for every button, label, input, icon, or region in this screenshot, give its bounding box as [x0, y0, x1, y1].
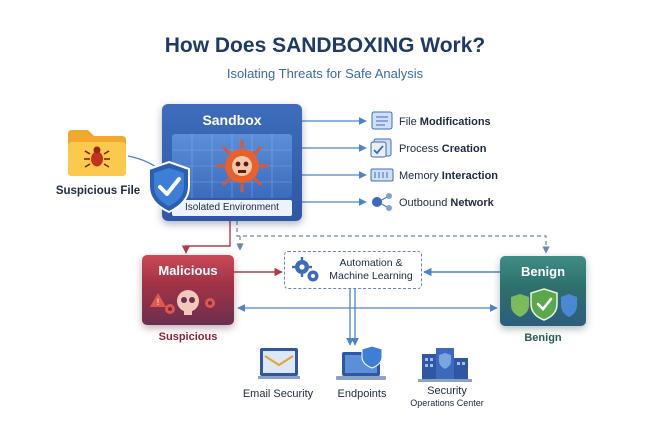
malicious-caption: Suspicious [158, 331, 218, 343]
soc-building-icon [418, 346, 472, 382]
shield-check-icon [146, 160, 192, 214]
green-shields-icon [511, 288, 577, 321]
network-nodes-icon [370, 192, 394, 212]
malicious-title: Malicious [158, 263, 218, 278]
benign-title: Benign [520, 264, 566, 279]
behavior-label-1: File Modifications [399, 116, 491, 128]
page-title: How Does SANDBOXING Work? [164, 34, 486, 57]
process-check-icon [370, 138, 394, 158]
benign-caption: Benign [524, 332, 562, 344]
virus-icon [172, 134, 292, 198]
destination-label-email: Email Security [242, 388, 314, 400]
automation-label: Automation &Machine Learning [329, 257, 413, 282]
automation-panel: Automation &Machine Learning [284, 251, 422, 289]
malicious-panel: Malicious ! [142, 255, 234, 325]
behavior-label-2: Process Creation [399, 143, 487, 155]
destination-label-soc: Security [427, 385, 467, 397]
skull-warning-icon: ! [150, 290, 215, 315]
suspicious-file-label: Suspicious File [55, 185, 141, 197]
sandbox-screen [172, 134, 292, 198]
email-icon [258, 346, 300, 380]
sandbox-panel: Sandbox Isolated Environment [162, 104, 302, 221]
gears-icon [292, 257, 319, 282]
destination-sublabel-soc: Operations Center [410, 398, 484, 408]
sandbox-footer: Isolated Environment [172, 200, 292, 216]
sandbox-to-malicious-line [181, 221, 231, 254]
sandbox-to-automation-dashed [236, 221, 550, 254]
behavior-label-3: Memory Interaction [399, 170, 499, 182]
svg-text:!: ! [157, 297, 160, 307]
destination-label-endpoints: Endpoints [337, 388, 387, 400]
memory-icon [370, 165, 394, 185]
benign-panel: Benign [500, 256, 586, 326]
laptop-shield-icon [336, 345, 388, 382]
document-lines-icon [370, 111, 394, 131]
sandbox-title: Sandbox [202, 112, 262, 128]
behavior-label-4: Outbound Network [399, 197, 494, 209]
folder-bug-icon [64, 126, 130, 178]
page-subtitle: Isolating Threats for Safe Analysis [226, 66, 424, 81]
